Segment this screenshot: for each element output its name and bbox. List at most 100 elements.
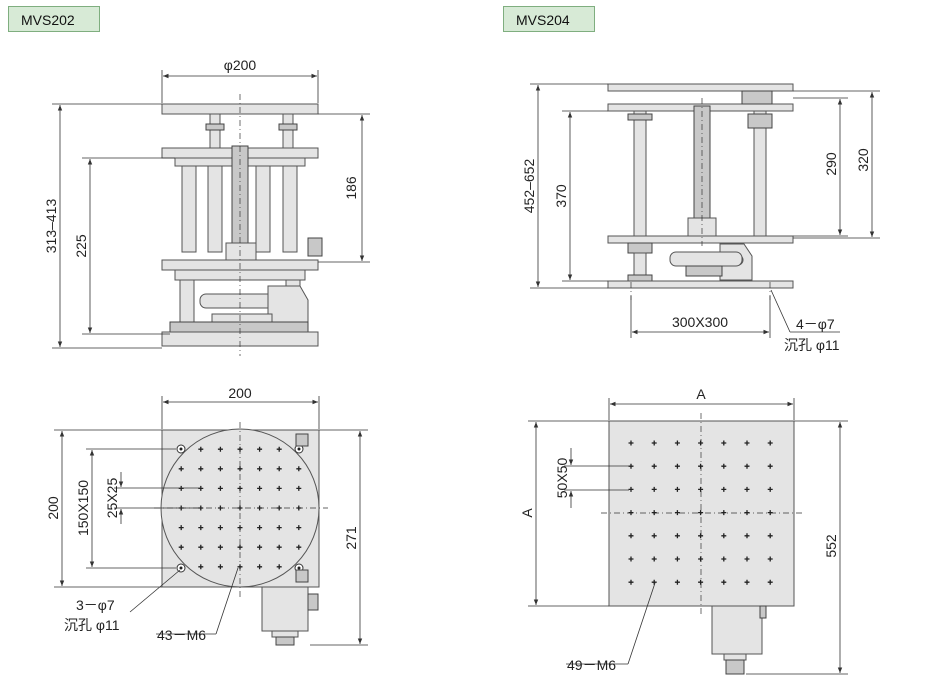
label-mount-holes-204: 4－φ7: [796, 316, 835, 332]
tap-hole-19: [674, 556, 680, 562]
tap-hole-27: [698, 579, 704, 585]
tap-hole-23: [237, 525, 243, 531]
tap-hole-42: [767, 440, 773, 446]
tap-hole-7: [651, 440, 657, 446]
dim-grid-pitch-204: 50X50: [554, 458, 570, 499]
tap-hole-29: [257, 505, 263, 511]
tap-hole-39: [744, 533, 750, 539]
tap-hole-10: [651, 510, 657, 516]
tap-hole-43: [296, 525, 302, 531]
tap-hole-21: [237, 485, 243, 491]
tap-hole-24: [698, 510, 704, 516]
dim-plan-height: 200: [45, 496, 61, 520]
tap-hole-5: [198, 446, 204, 452]
mvs202-plan-view: 200 200 150X150 25X25 271 3－φ7 沉孔 φ11 43…: [45, 385, 368, 646]
label-counterbore: 沉孔 φ11: [64, 617, 120, 633]
model-label-mvs202: MVS202: [8, 6, 100, 32]
tap-hole-37: [744, 486, 750, 492]
dim-plan-height-204: A: [519, 508, 535, 518]
tap-hole-2: [628, 486, 634, 492]
tap-hole-17: [674, 510, 680, 516]
dim-plan-depth-204: 552: [823, 534, 839, 558]
tap-hole-47: [767, 556, 773, 562]
tap-hole-32: [257, 564, 263, 570]
tap-hole-9: [198, 525, 204, 531]
tap-hole-36: [744, 463, 750, 469]
tap-hole-18: [674, 533, 680, 539]
label-tap-holes-204: 49－M6: [567, 657, 616, 673]
tap-hole-36: [276, 505, 282, 511]
dim-290: 290: [823, 152, 839, 176]
tap-hole-38: [276, 544, 282, 550]
tap-hole-27: [257, 466, 263, 472]
tap-hole-26: [257, 446, 263, 452]
tap-hole-grid-mvs204: [628, 440, 773, 585]
tap-hole-14: [674, 440, 680, 446]
tap-hole-35: [276, 485, 282, 491]
tap-hole-32: [721, 533, 727, 539]
tap-hole-33: [721, 556, 727, 562]
tap-hole-8: [651, 463, 657, 469]
tap-hole-6: [198, 466, 204, 472]
tap-hole-26: [698, 556, 704, 562]
model-label-mvs204: MVS204: [503, 6, 595, 32]
mvs204-plan-view: A A 50X50 552 49－M6: [519, 386, 848, 675]
tap-hole-21: [698, 440, 704, 446]
tap-hole-12: [217, 446, 223, 452]
tap-hole-15: [674, 463, 680, 469]
tap-hole-23: [698, 486, 704, 492]
tap-hole-1: [628, 463, 634, 469]
label-counterbore-204: 沉孔 φ11: [784, 337, 840, 353]
label-tap-holes: 43－M6: [157, 627, 206, 643]
tap-hole-4: [178, 544, 184, 550]
tap-hole-41: [744, 579, 750, 585]
tap-hole-0: [178, 466, 184, 472]
tap-hole-20: [237, 466, 243, 472]
tap-hole-34: [276, 466, 282, 472]
tap-hole-28: [257, 485, 263, 491]
dim-plan-width: 200: [228, 385, 252, 401]
tap-hole-41: [296, 485, 302, 491]
dim-grid-pitch: 25X25: [104, 478, 120, 519]
dim-upper-height: 186: [343, 176, 359, 200]
tap-hole-30: [721, 486, 727, 492]
tap-hole-30: [257, 525, 263, 531]
tap-hole-34: [721, 579, 727, 585]
dim-mount-pattern: 150X150: [75, 480, 91, 536]
dim-plan-depth: 271: [343, 526, 359, 550]
dim-lower-height-204: 370: [553, 184, 569, 208]
tap-hole-4: [628, 533, 634, 539]
tap-hole-11: [651, 533, 657, 539]
tap-hole-38: [744, 510, 750, 516]
tap-hole-25: [698, 533, 704, 539]
tap-hole-24: [237, 544, 243, 550]
tap-hole-0: [628, 440, 634, 446]
tap-hole-22: [698, 463, 704, 469]
tap-hole-28: [721, 440, 727, 446]
tap-hole-31: [257, 544, 263, 550]
mvs202-front-view: φ200 313–413 225 186: [43, 57, 370, 356]
dim-top-diameter: φ200: [224, 57, 257, 73]
dim-plan-width-204: A: [696, 386, 706, 402]
tap-hole-45: [767, 510, 773, 516]
tap-hole-42: [296, 505, 302, 511]
tap-hole-14: [217, 485, 223, 491]
tap-hole-25: [237, 564, 243, 570]
tap-hole-44: [296, 544, 302, 550]
tap-hole-3: [628, 510, 634, 516]
tap-hole-31: [721, 510, 727, 516]
tap-hole-22: [237, 505, 243, 511]
dim-overall-height-204: 452–652: [521, 159, 537, 214]
tap-hole-44: [767, 486, 773, 492]
dim-hole-spacing-204: 300X300: [672, 314, 728, 330]
tap-hole-46: [767, 533, 773, 539]
tap-hole-10: [198, 544, 204, 550]
tap-hole-5: [628, 556, 634, 562]
tap-hole-35: [744, 440, 750, 446]
tap-hole-39: [276, 564, 282, 570]
tap-hole-13: [217, 466, 223, 472]
tap-hole-33: [276, 446, 282, 452]
tap-hole-40: [296, 466, 302, 472]
mvs204-front-view: 452–652 370 290 320 300X300 4－φ7 沉孔 φ11: [521, 83, 880, 353]
